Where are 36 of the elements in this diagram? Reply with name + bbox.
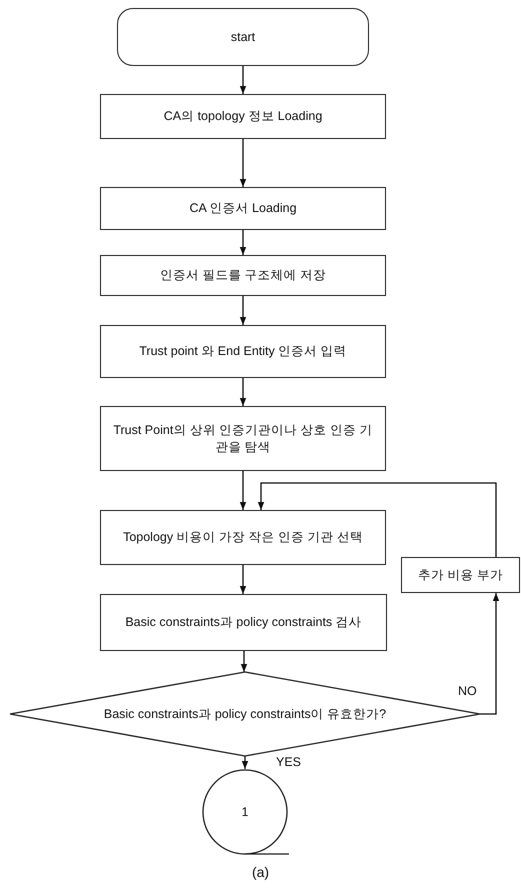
arrow	[240, 651, 248, 672]
caption: (a)	[250, 864, 270, 880]
node-text: Basic constraints과 policy constraints이 유효한가?	[104, 706, 386, 722]
arrow	[240, 296, 246, 325]
process-box	[100, 406, 386, 471]
process-box	[401, 557, 520, 593]
arrow	[240, 565, 246, 594]
node-text: Trust Point의 상위 인증기관이나 상호 인증 기관을 탐색	[112, 422, 374, 456]
node-text: CA의 topology 정보 Loading	[164, 108, 322, 125]
arrow	[240, 230, 246, 255]
arrow	[242, 756, 248, 769]
arrow	[258, 482, 497, 557]
node-text: Topology 비용이 가장 작은 인증 기관 선택	[123, 529, 363, 546]
edge-label: YES	[274, 754, 304, 768]
node-text: 1	[242, 804, 248, 820]
arrow	[240, 139, 246, 187]
process-box	[100, 594, 387, 651]
edge-label: NO	[456, 684, 479, 698]
node-text: 인증서 필드를 구조체에 저장	[160, 267, 326, 284]
process-box	[100, 510, 386, 565]
node-text: Basic constraints과 policy constraints 검사	[125, 614, 362, 631]
process-box	[100, 325, 386, 378]
node-text: 추가 비용 부가	[418, 566, 503, 584]
process-box	[100, 255, 386, 296]
arrow	[240, 66, 246, 94]
node-text: CA 인증서 Loading	[189, 200, 297, 217]
arrow	[480, 593, 500, 715]
node-text: Trust point 와 End Entity 인증서 입력	[139, 343, 347, 360]
terminator-box	[117, 8, 369, 66]
decision-diamond	[10, 672, 480, 756]
process-box	[100, 187, 386, 230]
process-box	[100, 94, 386, 139]
node-text: start	[230, 28, 256, 46]
arrow	[240, 378, 246, 406]
connector-circle	[202, 769, 288, 855]
arrow	[240, 471, 246, 510]
